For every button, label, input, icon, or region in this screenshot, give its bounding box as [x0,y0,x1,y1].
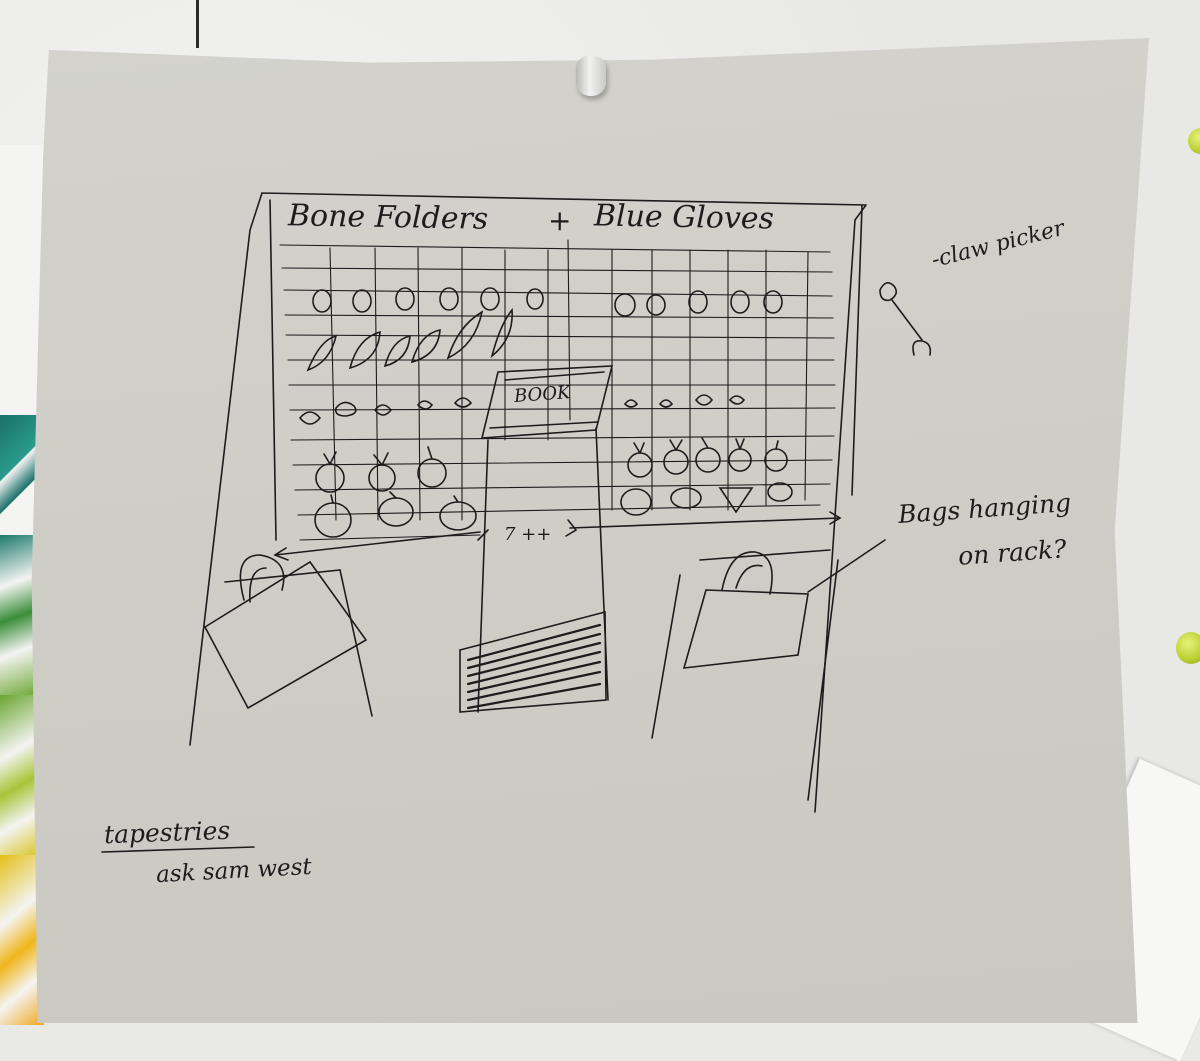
booth-frame [189,192,867,813]
green-pin-middle [1176,632,1200,664]
tapestries-underline [101,846,255,853]
note-tapestries: tapestries [103,815,231,850]
small-item-row [298,394,746,425]
title-bone-folders: Bone Folders [287,198,489,237]
claw-picker-icon [879,282,932,356]
sketch-drawing [101,192,932,853]
leaf-shapes [306,307,513,372]
title-plus: + [548,204,572,237]
book-sign-label: BOOK [513,382,572,407]
sketch-paper [31,38,1149,1023]
shelf-grid [279,239,836,541]
center-arrow-text: 7 ++ [504,524,552,545]
green-pin-top [1188,128,1200,154]
apple-shapes [314,437,793,538]
tote-bag-left [203,554,373,717]
tote-bag-right [651,539,886,801]
direction-arrows [273,511,842,561]
bone-folder-ovals [312,287,783,317]
wall-crack [196,0,199,48]
pushpin-icon [574,56,608,100]
title-blue-gloves: Blue Gloves [593,198,775,237]
book-stand [459,427,609,713]
